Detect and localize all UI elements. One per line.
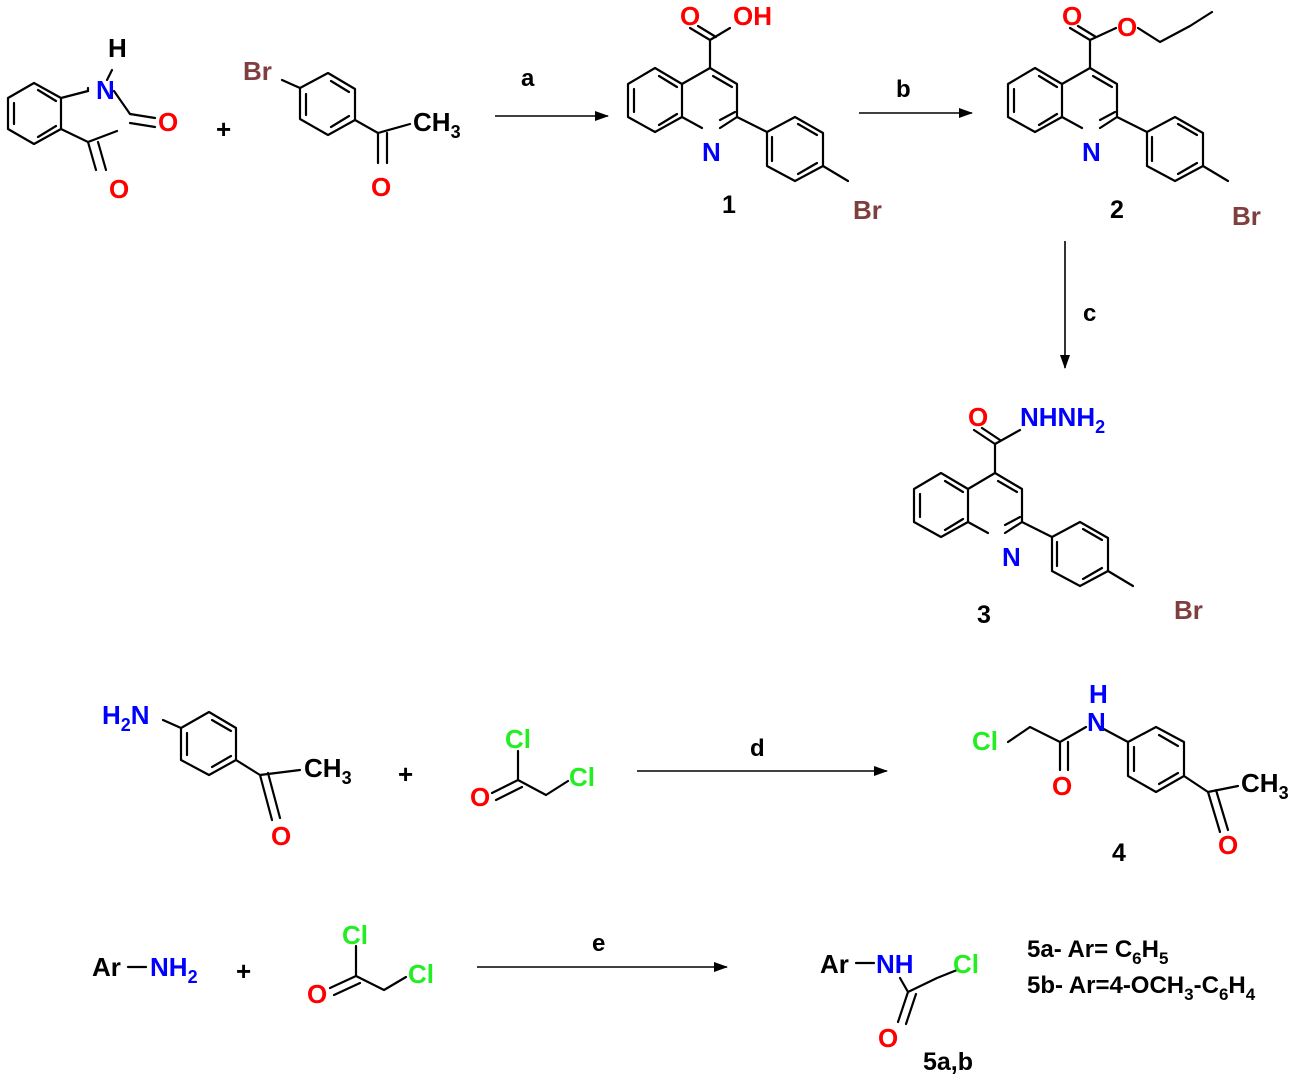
bromo-br-label: Br [243,56,272,86]
amine-o-label: O [271,821,291,851]
c1-oh-label: OH [733,1,772,31]
c4-amide-o-label: O [1052,771,1072,801]
c3-hydrazide-label: NHNH2 [1020,402,1105,437]
c4-cl-label: Cl [972,726,998,756]
c1-br-label: Br [853,195,882,225]
plus-sign-3: + [236,956,251,986]
step-b-label: b [896,76,911,103]
compound-4-structure: Cl O N H O CH3 4 [972,679,1289,867]
compound-5-number: 5a,b [923,1048,973,1076]
isatin-n-label: N [96,75,115,105]
c3-n-label: N [1002,542,1021,572]
c2-n-label: N [1082,137,1101,167]
c2-o1-label: O [1062,1,1082,31]
arylamine-nh2-label: NH2 [150,952,198,987]
c2-br-label: Br [1232,201,1261,231]
c5-nh-label: NH [876,949,914,979]
c4-nh-h-label: H [1089,679,1108,709]
cac1-cl2-label: Cl [569,762,595,792]
note-5a: 5a- Ar= C6H5 [1027,936,1168,968]
compound-4-number: 4 [1112,839,1126,867]
cac1-cl1-label: Cl [505,724,531,754]
c1-n-label: N [702,137,721,167]
bromo-o-label: O [371,172,391,202]
chloroacetyl-chloride-2: Cl O Cl [307,920,434,1009]
isatin-structure: H N O O [6,33,178,204]
amine-h2n-label: H2N [102,700,150,735]
step-c-label: c [1083,300,1096,327]
arylamine-structure: Ar NH2 [92,952,198,987]
c5-ar-label: Ar [820,949,849,979]
c3-o-label: O [968,402,988,432]
cac2-o-label: O [307,979,327,1009]
compound-5-structure: Ar NH O Cl 5a,b [820,949,979,1076]
c5-o-label: O [878,1023,898,1053]
c2-o2-label: O [1117,12,1137,42]
cac1-o-label: O [470,782,490,812]
compound-2-number: 2 [1110,196,1124,224]
compound-1-number: 1 [722,191,736,219]
isatin-o2-label: O [109,174,129,204]
aminoacetophenone-structure: H2N O CH3 [102,700,352,851]
cac2-cl2-label: Cl [408,959,434,989]
chloroacetyl-chloride-1: Cl O Cl [470,724,595,812]
step-a-label: a [521,65,535,92]
isatin-o1-label: O [158,107,178,137]
bromo-ch3-label: CH3 [413,107,461,142]
c5-cl-label: Cl [953,949,979,979]
compound-3-structure: O NHNH2 N Br 3 [912,402,1203,629]
step-e-label: e [592,930,605,957]
c1-o-label: O [680,1,700,31]
plus-sign-1: + [216,114,231,144]
compound-2-structure: O O N Br 2 [1006,1,1261,231]
isatin-h-label: H [108,33,127,63]
cac2-cl1-label: Cl [342,920,368,950]
ar-label: Ar [92,952,121,982]
c3-br-label: Br [1174,595,1203,625]
plus-sign-2: + [398,759,413,789]
c4-ch3-label: CH3 [1241,768,1289,803]
c4-ketone-o-label: O [1218,830,1238,860]
step-d-label: d [750,735,765,762]
bromoacetophenone-structure: Br O CH3 [243,56,461,202]
compound-1-structure: O OH N Br 1 [626,1,882,225]
c4-n-label: N [1087,707,1106,737]
amine-ch3-label: CH3 [304,753,352,788]
note-5b: 5b- Ar=4-OCH3-C6H4 [1027,972,1256,1004]
compound-3-number: 3 [977,601,991,629]
